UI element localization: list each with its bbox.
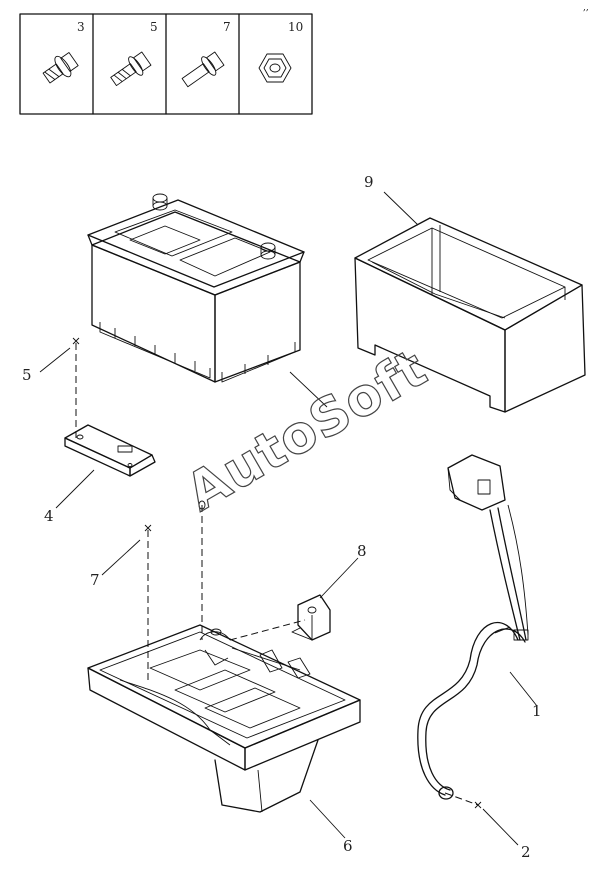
callout-7: 7 bbox=[90, 571, 100, 589]
hex-nut-icon bbox=[258, 53, 292, 83]
long-bolt-icon bbox=[181, 51, 225, 88]
leader-lines bbox=[39, 191, 538, 846]
legend-number-5: 5 bbox=[150, 20, 158, 34]
corner-mark: ,, bbox=[583, 3, 589, 13]
battery-cable bbox=[417, 454, 529, 800]
callout-2: 2 bbox=[521, 843, 531, 861]
fastener-marks bbox=[72, 337, 482, 809]
callout-4: 4 bbox=[44, 507, 54, 525]
battery-tray bbox=[87, 624, 361, 813]
fastener-legend: 3 5 7 10 bbox=[19, 13, 313, 115]
assembly-axis-lines bbox=[75, 343, 479, 806]
legend-number-3: 3 bbox=[77, 20, 85, 34]
callout-9: 9 bbox=[364, 173, 374, 191]
hold-down-clamp bbox=[64, 424, 156, 477]
mounting-bracket bbox=[291, 594, 331, 641]
callout-8: 8 bbox=[357, 542, 367, 560]
legend-number-10: 10 bbox=[288, 20, 303, 34]
legend-number-7: 7 bbox=[223, 20, 231, 34]
battery-box bbox=[354, 217, 586, 413]
threaded-bolt-icon bbox=[110, 51, 152, 87]
callout-6: 6 bbox=[343, 837, 353, 855]
callout-1: 1 bbox=[532, 702, 542, 720]
bolt-with-washer-icon bbox=[42, 52, 79, 84]
battery bbox=[87, 193, 305, 383]
callout-5: 5 bbox=[22, 366, 32, 384]
